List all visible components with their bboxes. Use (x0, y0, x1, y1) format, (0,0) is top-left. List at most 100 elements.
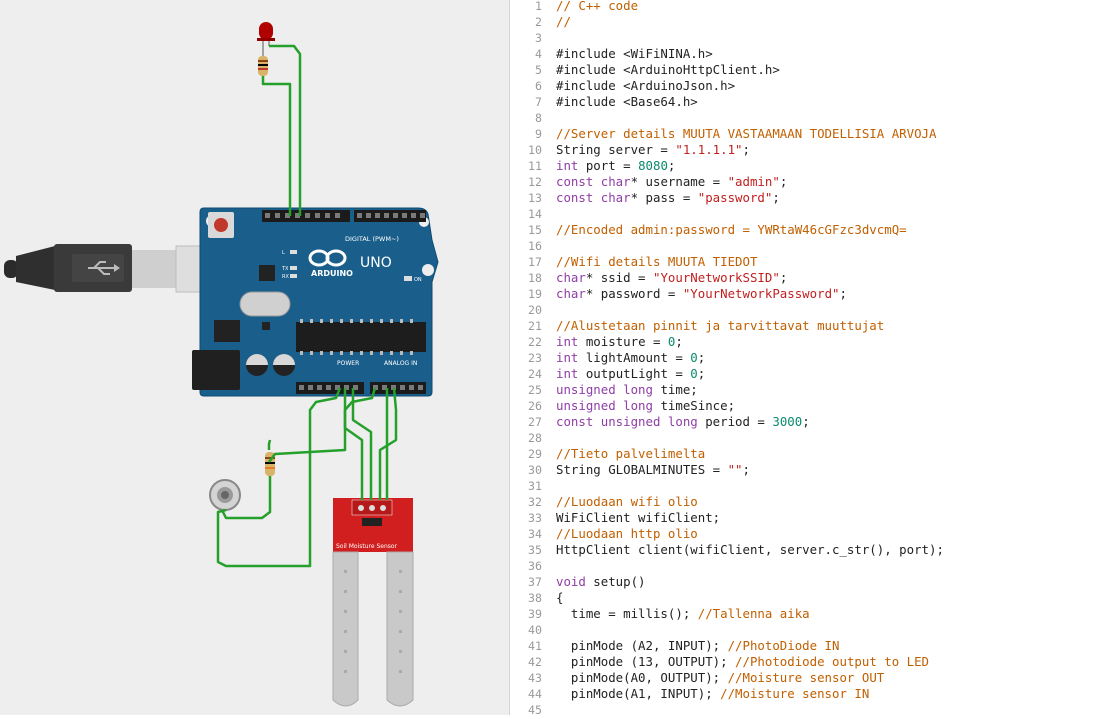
code-token: //Alustetaan pinnit ja tarvittavat muutt… (556, 318, 885, 333)
code-line[interactable]: pinMode(A1, INPUT); //Moisture sensor IN (556, 686, 869, 702)
wires[interactable] (216, 44, 398, 568)
code-line[interactable]: #include <ArduinoHttpClient.h> (556, 62, 780, 78)
code-line[interactable]: String server = "1.1.1.1"; (556, 142, 750, 158)
code-line[interactable]: int outputLight = 0; (556, 366, 705, 382)
line-number: 29 (528, 447, 542, 461)
code-line[interactable]: //Luodaan wifi olio (556, 494, 698, 510)
board-brand: ARDUINO (311, 269, 353, 278)
code-line[interactable]: #include <ArduinoJson.h> (556, 78, 735, 94)
soil-moisture-sensor[interactable]: + - S Soil Moisture Sensor (332, 493, 414, 707)
code-line[interactable]: // C++ code (556, 0, 638, 14)
photodiode[interactable] (209, 479, 241, 511)
line-number: 15 (528, 223, 542, 237)
code-token: //Tieto palvelimelta (556, 446, 706, 461)
code-line[interactable]: //Tieto palvelimelta (556, 446, 705, 462)
code-token: //Luodaan wifi olio (556, 494, 698, 509)
code-line[interactable]: pinMode(A0, OUTPUT); //Moisture sensor O… (556, 670, 884, 686)
line-number: 14 (528, 207, 542, 221)
line-number: 34 (528, 527, 542, 541)
code-line[interactable]: //Luodaan http olio (556, 526, 698, 542)
code-token: ; (779, 270, 788, 285)
code-line[interactable]: // (556, 14, 571, 30)
code-token: "" (727, 462, 743, 477)
arduino-logo-icon (308, 249, 347, 267)
code-token: pinMode (13, OUTPUT); (556, 654, 736, 669)
code-token: lightAmount = (578, 350, 691, 365)
line-number: 22 (528, 335, 542, 349)
code-token: // C++ code (556, 0, 639, 13)
code-line[interactable]: const char* username = "admin"; (556, 174, 787, 190)
line-number: 26 (528, 399, 542, 413)
atmega-chip (296, 322, 426, 352)
code-line[interactable]: unsigned long time; (556, 382, 698, 398)
code-token: pinMode (A2, INPUT); (556, 638, 728, 653)
code-line[interactable]: { (556, 590, 563, 606)
code-token: ; (839, 286, 847, 301)
board-model: UNO (360, 255, 392, 271)
code-line[interactable]: pinMode (A2, INPUT); //PhotoDiode IN (556, 638, 840, 654)
code-token: #include <ArduinoJson.h> (556, 78, 736, 93)
code-token: char (556, 270, 586, 285)
line-number: 28 (528, 431, 542, 445)
code-line[interactable]: //Server details MUUTA VASTAAMAAN TODELL… (556, 126, 936, 142)
led-label-rx: RX (282, 274, 289, 280)
code-line[interactable]: char* ssid = "YourNetworkSSID"; (556, 270, 787, 286)
code-token: //Moisture sensor IN (720, 686, 870, 701)
line-number: 42 (528, 655, 542, 669)
code-token: "password" (697, 190, 773, 205)
pane-divider[interactable] (509, 0, 510, 715)
line-number: 27 (528, 415, 542, 429)
code-line[interactable]: WiFiClient wifiClient; (556, 510, 720, 526)
code-token: pinMode(A0, OUTPUT); (556, 670, 728, 685)
code-token: period = (697, 414, 773, 429)
code-line[interactable]: int port = 8080; (556, 158, 675, 174)
code-line[interactable]: //Alustetaan pinnit ja tarvittavat muutt… (556, 318, 884, 334)
line-number: 8 (535, 111, 542, 125)
resistor-led[interactable] (258, 56, 268, 76)
code-token: 8080 (638, 158, 668, 173)
code-token: ; (675, 334, 683, 349)
code-line[interactable]: char* password = "YourNetworkPassword"; (556, 286, 847, 302)
code-token: // (556, 14, 571, 29)
code-line[interactable]: //Encoded admin:password = YWRtaW46cGFzc… (556, 222, 907, 238)
code-token: int (556, 366, 579, 381)
line-number: 5 (535, 63, 542, 77)
code-line[interactable]: time = millis(); //Tallenna aika (556, 606, 810, 622)
code-line[interactable]: int moisture = 0; (556, 334, 683, 350)
code-line[interactable]: //Wifi details MUUTA TIEDOT (556, 254, 757, 270)
code-token: timeSince; (652, 398, 736, 413)
code-line[interactable]: void setup() (556, 574, 646, 590)
code-token: ; (697, 366, 706, 381)
line-number: 44 (528, 687, 542, 701)
red-led[interactable] (257, 22, 275, 56)
code-token: WiFiClient wifiClient; (556, 510, 721, 525)
code-line[interactable]: unsigned long timeSince; (556, 398, 735, 414)
circuit-canvas[interactable]: DIGITAL (PWM~) ARDUINO UNO L TX RX ON PO… (0, 0, 509, 715)
line-number: 4 (535, 47, 542, 61)
code-line[interactable]: #include <Base64.h> (556, 94, 698, 110)
code-line[interactable]: #include <WiFiNINA.h> (556, 46, 713, 62)
line-number: 2 (535, 15, 542, 29)
code-token: ; (697, 350, 706, 365)
line-number: 30 (528, 463, 542, 477)
usb-icon (88, 261, 120, 275)
code-line[interactable]: String GLOBALMINUTES = ""; (556, 462, 750, 478)
line-number: 24 (528, 367, 542, 381)
circuit-diagram[interactable]: DIGITAL (PWM~) ARDUINO UNO L TX RX ON PO… (0, 0, 509, 715)
code-line[interactable]: HttpClient client(wifiClient, server.c_s… (556, 542, 944, 558)
code-line[interactable]: const char* pass = "password"; (556, 190, 780, 206)
line-number: 6 (535, 79, 542, 93)
arduino-uno-board[interactable]: DIGITAL (PWM~) ARDUINO UNO L TX RX ON PO… (192, 207, 439, 397)
line-number: 37 (528, 575, 542, 589)
code-token: ; (779, 174, 788, 189)
code-line[interactable]: const unsigned long period = 3000; (556, 414, 810, 430)
line-number: 18 (528, 271, 542, 285)
code-line[interactable]: pinMode (13, OUTPUT); //Photodiode outpu… (556, 654, 929, 670)
code-token: pinMode(A1, INPUT); (556, 686, 721, 701)
code-line[interactable]: int lightAmount = 0; (556, 350, 705, 366)
line-number: 31 (528, 479, 542, 493)
code-token: * ssid = (585, 270, 653, 285)
code-token: moisture = (578, 334, 668, 349)
